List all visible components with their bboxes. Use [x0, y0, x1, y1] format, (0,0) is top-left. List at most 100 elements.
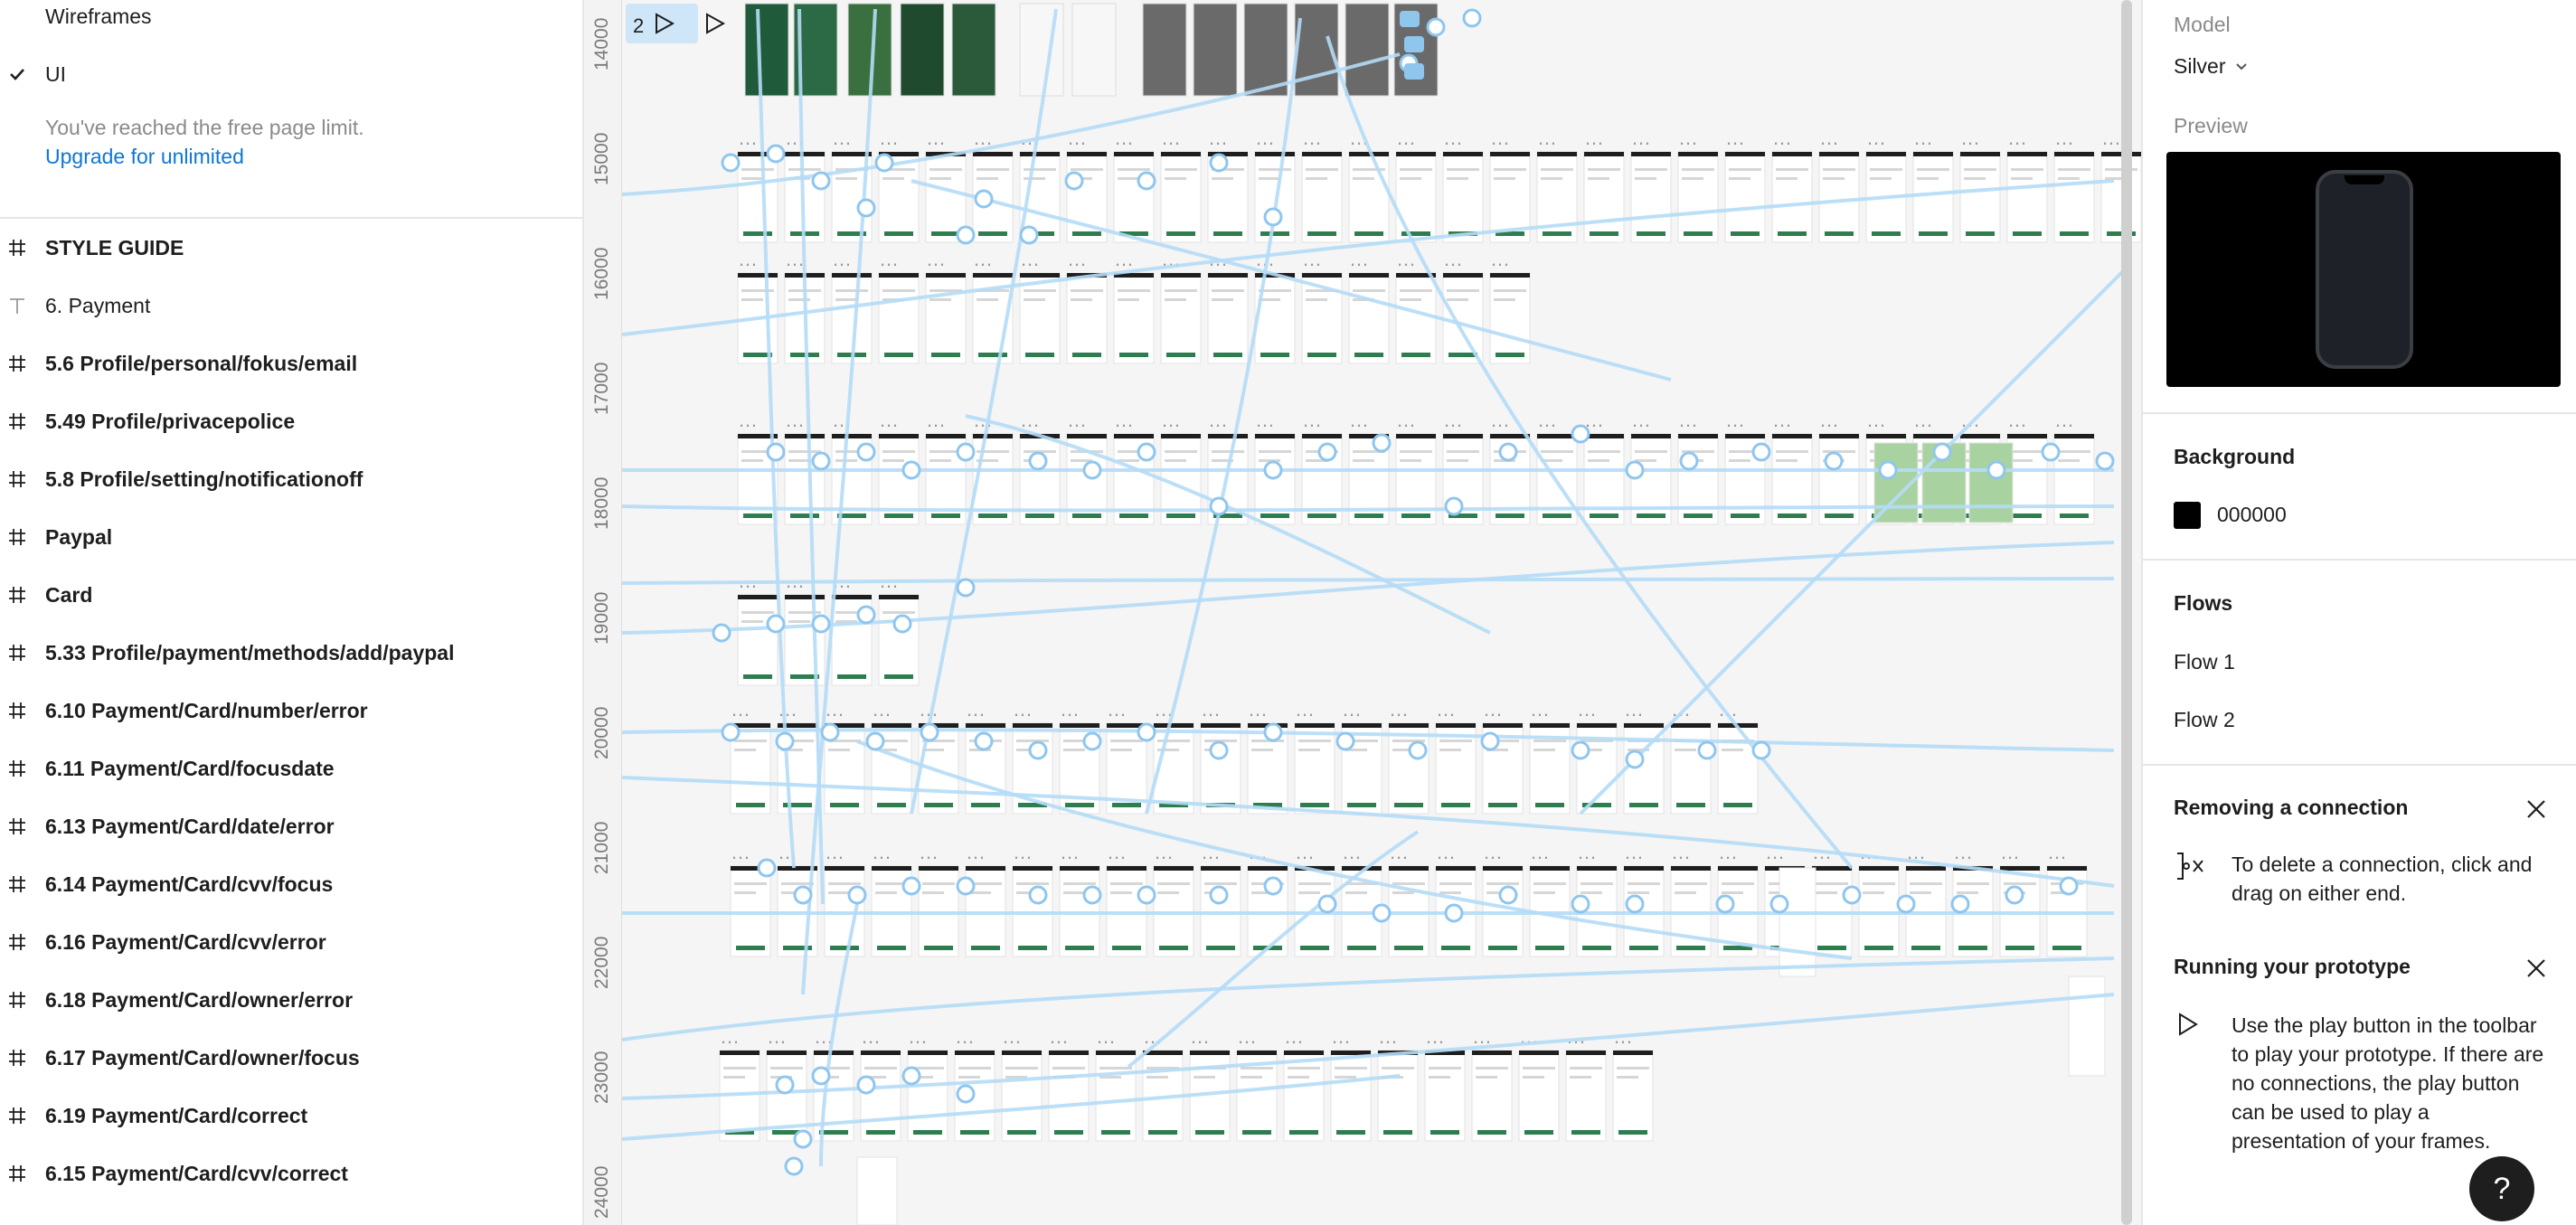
close-icon[interactable] — [2524, 956, 2548, 980]
layer-item[interactable]: 6.14 Payment/Card/cvv/focus — [0, 855, 582, 913]
frame-text-line — [1776, 177, 1798, 180]
frame-button — [1213, 231, 1242, 236]
canvas-scrollbar[interactable] — [2121, 0, 2132, 1225]
connection-node — [1064, 171, 1084, 191]
frame-button — [1065, 803, 1094, 807]
frame-button — [1723, 946, 1752, 950]
frame-icon — [7, 816, 27, 836]
frame-label: … — [731, 841, 750, 863]
layer-item[interactable]: 6.11 Payment/Card/focusdate — [0, 740, 582, 797]
connection-node — [1019, 225, 1039, 245]
layer-item[interactable]: 5.6 Profile/personal/fokus/email — [0, 335, 582, 392]
frame-status-bar — [1906, 866, 1946, 871]
frame-text-line — [969, 882, 1002, 885]
layer-item[interactable]: Paypal — [0, 508, 582, 566]
layer-item[interactable]: 6.19 Payment/Card/correct — [0, 1087, 582, 1145]
frame-button — [1159, 803, 1188, 807]
prototype-connection — [621, 179, 2115, 336]
frame-button — [1535, 946, 1564, 950]
frame-status-bar — [2007, 152, 2047, 156]
frame-button — [1159, 946, 1188, 950]
frame-text-line — [770, 1067, 803, 1070]
frame-text-line — [1157, 740, 1190, 742]
frame-text-line — [1722, 882, 1754, 885]
layer-item[interactable]: 6. Payment — [0, 277, 582, 335]
frame-status-bar — [1631, 152, 1671, 156]
frame-text-line — [1345, 740, 1378, 742]
frame-status-bar — [1671, 723, 1711, 728]
background-hex[interactable]: 000000 — [2217, 503, 2287, 526]
frame-button — [2060, 231, 2089, 236]
layer-item[interactable]: 5.49 Profile/privacepolice — [0, 392, 582, 450]
flow-item[interactable]: Flow 2 — [2174, 708, 2235, 731]
frame-text-line — [1628, 882, 1660, 885]
frame-text-line — [1016, 882, 1049, 885]
frame-text-line — [1024, 289, 1056, 292]
page-item-wireframes[interactable]: Wireframes — [0, 0, 582, 36]
frame-button — [1213, 353, 1242, 357]
connection-node — [1480, 731, 1500, 751]
frame-button — [1336, 1130, 1365, 1135]
layer-item[interactable]: 6.17 Payment/Card/owner/focus — [0, 1029, 582, 1087]
frame-status-bar — [1678, 434, 1718, 438]
ruler-tick-label: 19000 — [591, 591, 612, 645]
divider — [2143, 412, 2576, 414]
frame-text-line — [1863, 891, 1884, 894]
connection-node — [712, 623, 731, 643]
frame-text-line — [1541, 459, 1562, 462]
upgrade-link[interactable]: Upgrade for unlimited — [45, 145, 244, 168]
background-swatch[interactable] — [2174, 502, 2201, 529]
frame-text-line — [1400, 459, 1421, 462]
connection-node — [1372, 903, 1392, 923]
frame-label: … — [825, 698, 845, 721]
layer-item[interactable]: Card — [0, 566, 582, 624]
layer-item[interactable]: 6.18 Payment/Card/owner/error — [0, 971, 582, 1029]
layer-item[interactable]: 6.16 Payment/Card/cvv/error — [0, 913, 582, 971]
frame-button — [1496, 353, 1524, 357]
frame-text-line — [1157, 749, 1179, 751]
flow-item[interactable]: Flow 1 — [2174, 650, 2235, 674]
frame-icon — [7, 238, 27, 258]
canvas[interactable]: 2………………………………………………………………………………………………………… — [586, 0, 2141, 1225]
frame-text-line — [741, 177, 763, 180]
frame-status-bar — [1718, 866, 1758, 871]
frame-label: … — [1530, 698, 1550, 721]
frame-text-line — [1439, 891, 1461, 894]
page-item-ui[interactable]: UI — [0, 54, 582, 94]
connection-node — [874, 153, 894, 173]
frame-text-line — [1400, 298, 1421, 301]
screen-frame — [951, 3, 996, 97]
connection-node — [1082, 460, 1102, 480]
frame-status-bar — [720, 1051, 760, 1055]
layer-item[interactable]: STYLE GUIDE — [0, 219, 582, 277]
connection-node — [1498, 442, 1518, 462]
screen-frame — [1912, 151, 1954, 243]
screen-frame — [1019, 3, 1064, 97]
frame-text-line — [1523, 1076, 1544, 1079]
frame-text-line — [977, 459, 998, 462]
connection-handle — [1400, 11, 1420, 27]
frame-button — [1065, 946, 1094, 950]
frame-status-bar — [785, 595, 825, 599]
layer-item[interactable]: 6.15 Payment/Card/cvv/correct — [0, 1145, 582, 1202]
close-icon[interactable] — [2524, 797, 2548, 821]
frame-text-line — [1118, 459, 1139, 462]
frame-text-line — [1392, 740, 1425, 742]
layer-item[interactable]: 5.8 Profile/setting/notificationoff — [0, 450, 582, 508]
layer-item[interactable]: 6.13 Payment/Card/date/error — [0, 797, 582, 855]
help-button[interactable]: ? — [2469, 1156, 2534, 1221]
frame-status-bar — [1772, 152, 1812, 156]
frame-button — [1025, 231, 1054, 236]
frame-button — [743, 514, 772, 518]
layer-item[interactable]: 6.10 Payment/Card/number/error — [0, 682, 582, 740]
connection-node — [1209, 740, 1229, 760]
frame-icon — [7, 353, 27, 373]
frame-status-bar — [1349, 273, 1389, 278]
frame-button — [1300, 803, 1329, 807]
layer-item[interactable]: 5.33 Profile/payment/methods/add/paypal — [0, 624, 582, 682]
screen-frame — [2053, 151, 2095, 243]
frame-status-bar — [1284, 1051, 1324, 1055]
frame-status-bar — [1483, 866, 1523, 871]
frame-button — [1072, 514, 1101, 518]
model-select[interactable]: Silver — [2174, 54, 2248, 79]
